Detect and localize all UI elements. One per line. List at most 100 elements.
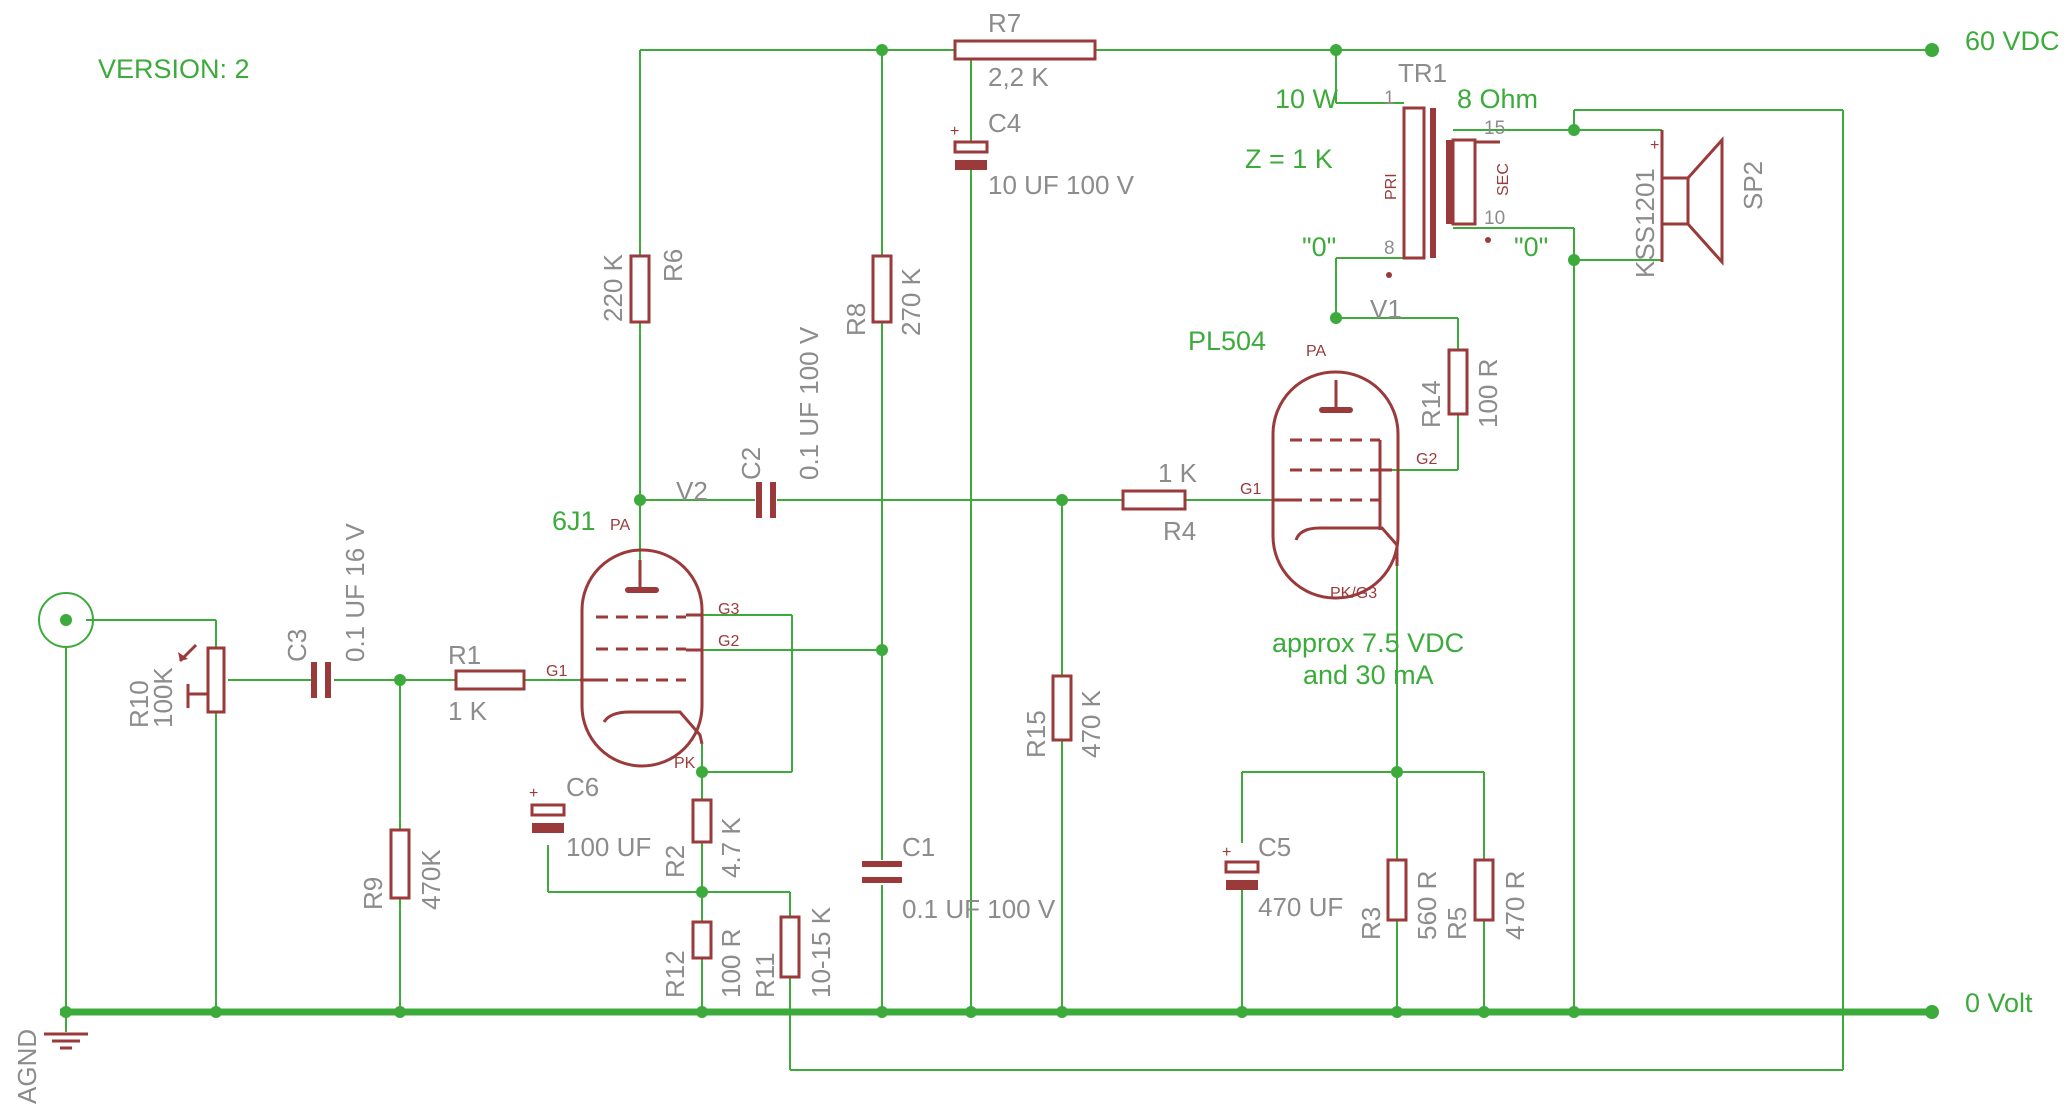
svg-text:+: +	[1222, 844, 1231, 861]
tr1-power-label: 10 W	[1275, 84, 1339, 114]
c6-value: 100 UF	[566, 832, 651, 862]
v1-type-label: PL504	[1188, 326, 1266, 356]
r8-ref: R8	[841, 303, 871, 336]
v1-pin-pa: PA	[1306, 343, 1326, 360]
sp2-ref: SP2	[1738, 161, 1768, 210]
tube-v2-6j1	[580, 548, 704, 768]
resistor-r2	[691, 798, 713, 844]
bias-note-line1: approx 7.5 VDC	[1272, 628, 1464, 658]
r2-ref: R2	[660, 845, 690, 878]
r10-value: 100K	[148, 667, 178, 728]
tr1-sec-label: SEC	[1495, 163, 1512, 196]
resistor-r4	[1121, 489, 1187, 511]
r14-value: 100 R	[1473, 359, 1503, 428]
v2-pin-g1: G1	[546, 663, 567, 680]
speaker-sp2: +	[1650, 130, 1724, 266]
resistor-r15	[1051, 674, 1073, 742]
capacitor-c2	[756, 482, 776, 518]
r11-value: 10-15 K	[806, 906, 836, 998]
wires	[65, 49, 1932, 1071]
bias-note-line2: and 30 mA	[1303, 660, 1434, 690]
v2-pin-pa: PA	[610, 517, 630, 534]
v2-pin-pk: PK	[674, 755, 696, 772]
resistor-r3	[1386, 858, 1408, 922]
v1-pin-g1: G1	[1240, 481, 1261, 498]
r9-value: 470K	[416, 849, 446, 910]
v2-pin-g2: G2	[718, 633, 739, 650]
tr1-pin-10: 10	[1484, 208, 1505, 229]
resistor-r8	[871, 254, 893, 324]
tr1-zero-secondary: "0"	[1514, 232, 1548, 262]
version-label: VERSION: 2	[98, 54, 250, 84]
r12-ref: R12	[660, 950, 690, 998]
c4-value: 10 UF 100 V	[988, 170, 1135, 200]
c2-ref: C2	[736, 447, 766, 480]
c5-value: 470 UF	[1258, 892, 1343, 922]
resistor-r5	[1473, 858, 1495, 922]
c5-ref: C5	[1258, 832, 1291, 862]
supply-rail-label: 60 VDC	[1965, 26, 2060, 56]
r14-ref: R14	[1416, 380, 1446, 428]
resistor-r9	[389, 828, 411, 900]
resistor-r11	[779, 915, 801, 979]
ground-symbol	[44, 1032, 88, 1050]
svg-text:+: +	[1650, 137, 1659, 154]
r15-value: 470 K	[1076, 689, 1106, 758]
r1-value: 1 K	[448, 696, 488, 726]
c1-value: 0.1 UF 100 V	[902, 894, 1056, 924]
input-jack	[38, 592, 94, 648]
r15-ref: R15	[1021, 710, 1051, 758]
transformer-tr1	[1386, 106, 1500, 278]
svg-text:+: +	[529, 785, 538, 802]
agnd-label: AGND	[12, 1029, 42, 1104]
v2-pin-g3: G3	[718, 601, 739, 618]
capacitor-c5: +	[1222, 844, 1260, 890]
tr1-pin-8: 8	[1384, 238, 1395, 259]
capacitor-c6: +	[529, 785, 566, 833]
capacitor-c4: +	[950, 123, 989, 170]
tr1-pin-1: 1	[1384, 88, 1395, 109]
tr1-pri-label: PRI	[1383, 173, 1400, 200]
r12-value: 100 R	[716, 929, 746, 998]
c3-ref: C3	[282, 629, 312, 662]
r5-value: 470 R	[1500, 871, 1530, 940]
r7-value: 2,2 K	[988, 62, 1049, 92]
r3-ref: R3	[1356, 907, 1386, 940]
resistor-r10	[178, 643, 226, 714]
tr1-secondary-impedance: 8 Ohm	[1457, 84, 1538, 114]
v1-pin-pkg3: PK/G3	[1330, 585, 1377, 602]
r3-value: 560 R	[1412, 871, 1442, 940]
r1-ref: R1	[448, 640, 481, 670]
tr1-pin-15: 15	[1484, 118, 1505, 139]
r6-ref: R6	[658, 249, 688, 282]
tr1-impedance-label: Z = 1 K	[1245, 144, 1333, 174]
svg-text:+: +	[950, 123, 959, 140]
resistor-r12	[691, 920, 713, 960]
r7-ref: R7	[988, 8, 1021, 38]
junctions	[60, 43, 1939, 1019]
r11-ref: R11	[750, 952, 780, 998]
tube-v1-pl504	[1271, 370, 1400, 600]
resistor-r6	[629, 254, 651, 324]
ground-rail-label: 0 Volt	[1965, 988, 2033, 1018]
capacitor-c3	[311, 662, 331, 698]
c3-value: 0.1 UF 16 V	[340, 523, 370, 662]
r4-value: 1 K	[1158, 458, 1198, 488]
resistor-r7	[953, 39, 1097, 61]
v2-ref: V2	[676, 476, 708, 506]
v1-ref: V1	[1370, 294, 1402, 324]
r8-value: 270 K	[896, 267, 926, 336]
v2-type-label: 6J1	[552, 506, 596, 536]
r5-ref: R5	[1442, 907, 1472, 940]
capacitor-c1	[862, 861, 902, 883]
tr1-zero-primary: "0"	[1302, 232, 1336, 262]
r10-ref: R10	[124, 680, 154, 728]
v1-pin-g2: G2	[1416, 451, 1437, 468]
tr1-ref: TR1	[1398, 58, 1447, 88]
resistor-r1	[454, 669, 526, 691]
resistor-r14	[1447, 348, 1469, 416]
r2-value: 4.7 K	[716, 817, 746, 878]
sp2-part: KSS1201	[1630, 168, 1660, 278]
c4-ref: C4	[988, 108, 1021, 138]
